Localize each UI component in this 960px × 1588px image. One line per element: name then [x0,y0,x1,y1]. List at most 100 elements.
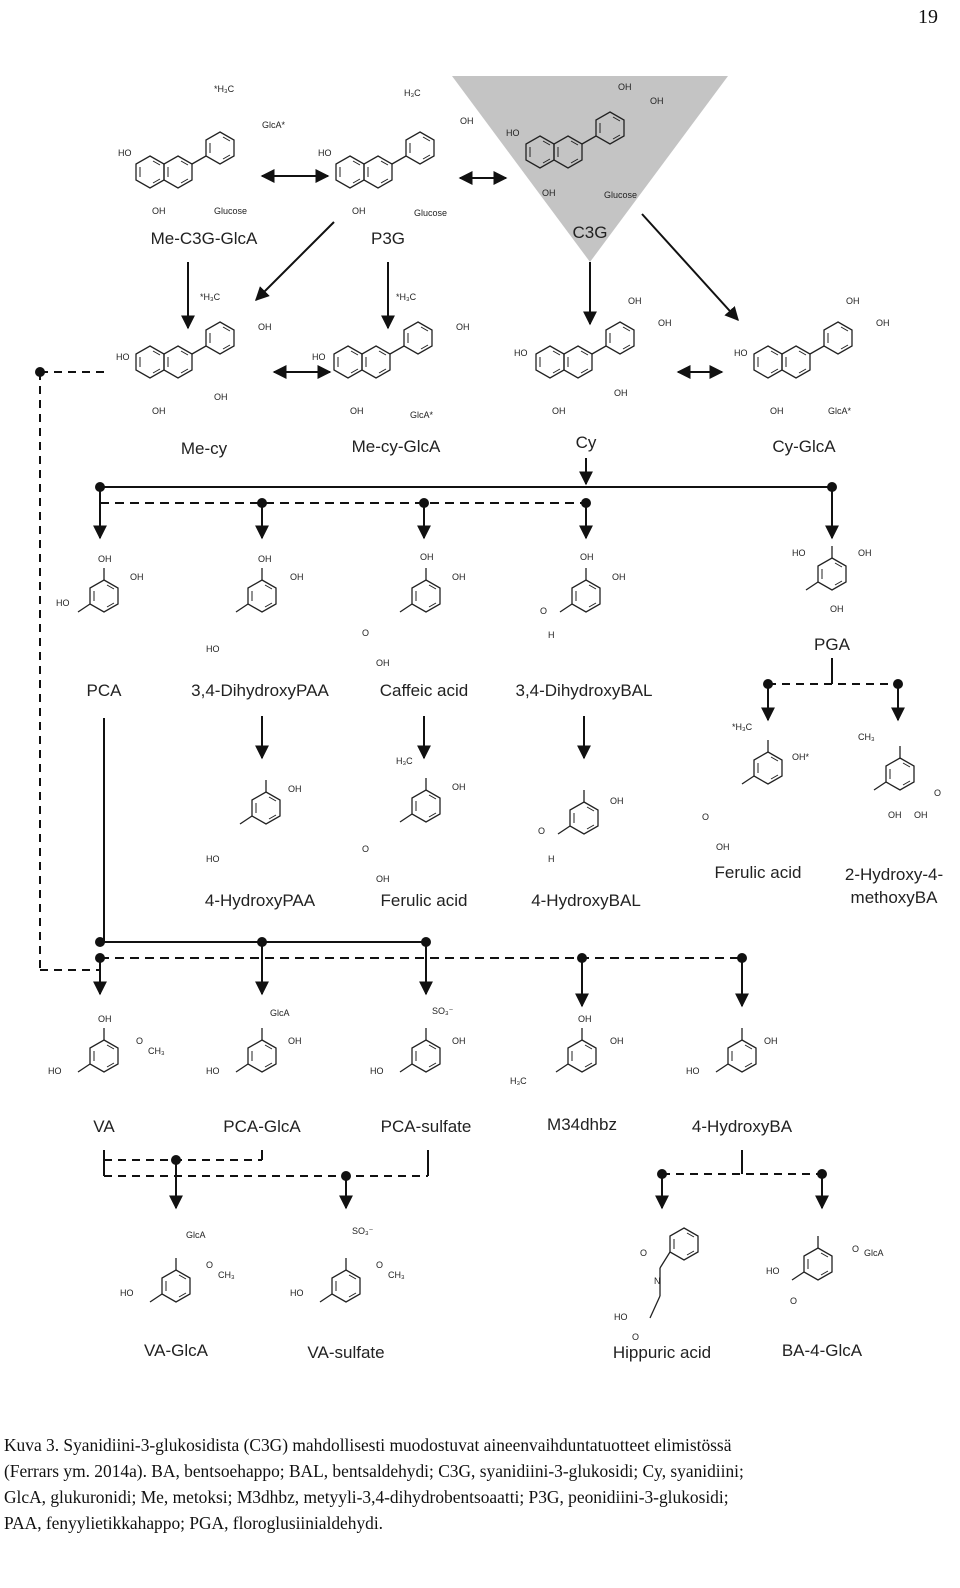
svg-text:OH: OH [580,552,594,562]
svg-text:HO: HO [56,598,70,608]
svg-text:OH: OH [650,96,664,106]
svg-text:OH: OH [420,552,434,562]
label-caffeic-acid: Caffeic acid [380,681,469,700]
svg-text:HO: HO [120,1288,134,1298]
label-hippuric-acid: Hippuric acid [613,1343,711,1362]
svg-text:HO: HO [116,352,130,362]
label-pca: PCA [87,681,123,700]
structure-m34dhbz: OH OH H₃C [510,1014,624,1086]
svg-text:O: O [136,1036,143,1046]
svg-text:H₃C: H₃C [396,756,413,766]
label-dihydroxypaa: 3,4-DihydroxyPAA [191,681,329,700]
svg-text:*H₃C: *H₃C [214,84,235,94]
label-m34dhbz: M34dhbz [547,1115,617,1134]
svg-text:OH: OH [846,296,860,306]
svg-text:O: O [540,606,547,616]
svg-text:CH₃: CH₃ [218,1270,235,1280]
c3g-highlight-triangle [452,76,728,262]
label-va: VA [93,1117,115,1136]
svg-text:HO: HO [734,348,748,358]
structure-hydroxybal: OH O H [538,790,624,864]
svg-text:O: O [640,1248,647,1258]
svg-text:HO: HO [312,352,326,362]
svg-text:HO: HO [318,148,332,158]
structure-me-cy: HO OH *H₃C OH OH [116,292,272,416]
label-cy: Cy [576,433,597,452]
structure-pca-glca: GlcA OH HO [206,1008,302,1076]
page-number: 19 [918,6,938,28]
svg-text:OH: OH [876,318,890,328]
svg-text:OH: OH [888,810,902,820]
structure-p3g: HO OH H₃C OH Glucose [318,88,474,218]
svg-text:OH: OH [290,572,304,582]
label-hydroxyba: 4-HydroxyBA [692,1117,793,1136]
svg-text:OH: OH [350,406,364,416]
svg-text:OH: OH [258,322,272,332]
svg-text:H₃C: H₃C [510,1076,527,1086]
svg-text:OH*: OH* [792,752,810,762]
svg-text:OH: OH [288,784,302,794]
svg-text:HO: HO [206,644,220,654]
label-ferulic-acid-mid: Ferulic acid [381,891,468,910]
svg-text:OH: OH [612,572,626,582]
svg-text:H₃C: H₃C [404,88,421,98]
svg-text:HO: HO [206,854,220,864]
svg-text:H: H [548,854,555,864]
svg-text:O: O [852,1244,859,1254]
svg-text:OH: OH [456,322,470,332]
structure-va-sulfate: SO₃⁻ O CH₃ HO [290,1226,405,1302]
structure-va-glca: GlcA O CH₃ HO [120,1230,235,1302]
structure-dihydroxybal: OH OH O H [540,552,626,640]
svg-text:O: O [632,1332,639,1342]
svg-text:HO: HO [506,128,520,138]
structure-hydroxyba: OH HO [686,1028,778,1076]
svg-text:OH: OH [130,572,144,582]
svg-text:OH: OH [152,406,166,416]
svg-text:OH: OH [288,1036,302,1046]
svg-text:O: O [538,826,545,836]
svg-text:H: H [548,630,555,640]
structure-cy-glca: HO OH OH OH GlcA* [734,296,890,416]
svg-text:HO: HO [206,1066,220,1076]
svg-text:OH: OH [452,572,466,582]
label-va-glca: VA-GlcA [144,1341,209,1360]
svg-text:GlcA: GlcA [270,1008,290,1018]
label-c3g: C3G [573,223,608,242]
svg-text:OH: OH [98,1014,112,1024]
svg-text:Glucose: Glucose [414,208,447,218]
svg-text:HO: HO [290,1288,304,1298]
svg-text:Glucose: Glucose [214,206,247,216]
structure-pca-sulfate: SO₃⁻ OH HO [370,1006,466,1076]
svg-text:OH: OH [452,782,466,792]
label-ferulic-acid-right: Ferulic acid [715,863,802,882]
svg-text:HO: HO [370,1066,384,1076]
svg-text:OH: OH [460,116,474,126]
label-p3g: P3G [371,229,405,248]
svg-text:O: O [206,1260,213,1270]
structure-hydroxypaa: OH HO [206,780,302,864]
svg-text:OH: OH [352,206,366,216]
label-pca-sulfate: PCA-sulfate [381,1117,472,1136]
label-hydroxypaa: 4-HydroxyPAA [205,891,316,910]
svg-text:HO: HO [686,1066,700,1076]
svg-text:SO₃⁻: SO₃⁻ [352,1226,374,1236]
svg-text:GlcA*: GlcA* [410,410,434,420]
svg-text:OH: OH [578,1014,592,1024]
svg-text:CH₃: CH₃ [858,732,875,742]
label-me-c3g-glca: Me-C3G-GlcA [151,229,258,248]
label-me-cy: Me-cy [181,439,228,458]
caption-line-1: Kuva 3. Syanidiini-3-glukosidista (C3G) … [4,1435,732,1455]
structure-cy: HO OH OH OH OH [514,296,672,416]
svg-text:GlcA*: GlcA* [262,120,286,130]
svg-text:OH: OH [258,554,272,564]
structure-ferulic-acid-mid: H₃C OH O OH [362,756,466,884]
svg-text:HO: HO [614,1312,628,1322]
svg-text:O: O [362,628,369,638]
svg-text:HO: HO [792,548,806,558]
label-cy-glca: Cy-GlcA [772,437,836,456]
label-ba-4-glca: BA-4-GlcA [782,1341,863,1360]
structure-me-cy-glca: HO OH *H₃C OH GlcA* [312,292,470,420]
svg-text:OH: OH [770,406,784,416]
caption-line-2: (Ferrars ym. 2014a). BA, bentsoehappo; B… [4,1461,744,1481]
svg-text:HO: HO [514,348,528,358]
